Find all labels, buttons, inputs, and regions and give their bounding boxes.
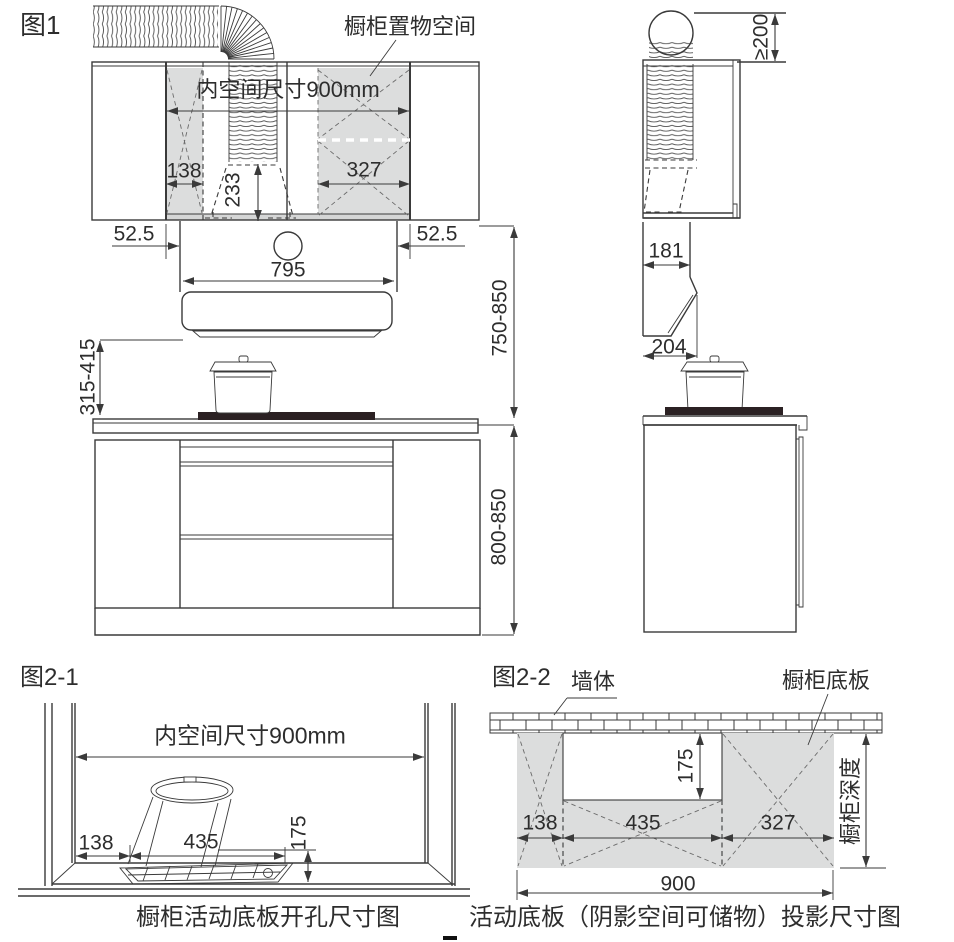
dim-175-fig2-1: 175 <box>287 815 311 851</box>
fig2-2-label: 图2-2 <box>492 664 551 691</box>
countertop-side <box>642 415 808 431</box>
wall-label: 墙体 <box>570 669 616 694</box>
dim-900: 900 <box>660 872 696 896</box>
fig2-1-opening-view <box>18 703 470 897</box>
dim-327-fig1: 327 <box>346 158 382 182</box>
fig1-side-view <box>642 10 808 633</box>
base-cabinet-side <box>643 424 804 633</box>
duct-bend <box>220 5 275 60</box>
pot-front <box>209 355 277 414</box>
storage-space-label: 橱柜置物空间 <box>343 14 477 39</box>
dim-52-5-left: 52.5 <box>113 222 155 246</box>
base-cabinet-front <box>94 439 481 636</box>
dim-435-fig2-1: 435 <box>183 830 219 854</box>
fig2-1-label: 图2-1 <box>20 664 79 691</box>
dim-52-5-right: 52.5 <box>416 222 458 246</box>
fig1-inner-width-label: 内空间尺寸900mm <box>196 77 380 102</box>
duct-outlet-hole <box>273 231 303 261</box>
transition-outline-dashed <box>205 164 296 219</box>
dim-138-fig2-2: 138 <box>522 811 558 835</box>
fig1-label: 图1 <box>20 10 61 40</box>
page-marker-dash <box>443 936 457 940</box>
dim-138-fig1: 138 <box>166 159 202 183</box>
countertop-front <box>92 418 479 434</box>
check-valve-bucket <box>127 776 234 868</box>
dim-435-fig2-2: 435 <box>625 811 661 835</box>
dim-795: 795 <box>270 258 306 282</box>
dim-800-850: 800-850 <box>487 488 511 566</box>
board-opening-hatch <box>119 862 294 885</box>
cabinet-depth-label: 橱柜深度 <box>838 756 863 846</box>
pot-side <box>680 355 749 414</box>
dim-204: 204 <box>651 335 687 359</box>
dim-181: 181 <box>648 239 684 263</box>
dim-ge200: ≥200 <box>749 13 773 61</box>
dim-750-850: 750-850 <box>488 279 512 357</box>
wall-brick-band <box>489 712 883 734</box>
fig2-2-caption: 活动底板（阴影空间可储物）投影尺寸图 <box>469 904 901 931</box>
dim-327-fig2-2: 327 <box>760 811 796 835</box>
board-opening <box>562 732 723 801</box>
dim-175-fig2-2: 175 <box>674 748 698 784</box>
dim-315-415: 315-415 <box>76 338 100 416</box>
duct-section-circle <box>648 10 694 56</box>
range-hood-front <box>181 291 393 331</box>
dim-233-fig1: 233 <box>221 172 245 208</box>
fig2-1-inner-width-label: 内空间尺寸900mm <box>154 722 346 749</box>
fig2-2-projection-view <box>489 693 886 900</box>
dim-138-fig2-1: 138 <box>78 831 114 855</box>
cooktop-front <box>198 412 375 420</box>
cooktop-side <box>665 407 783 415</box>
fig1-front-view <box>91 5 518 636</box>
fig2-1-caption: 橱柜活动底板开孔尺寸图 <box>136 904 400 931</box>
board-label: 橱柜底板 <box>781 668 871 693</box>
